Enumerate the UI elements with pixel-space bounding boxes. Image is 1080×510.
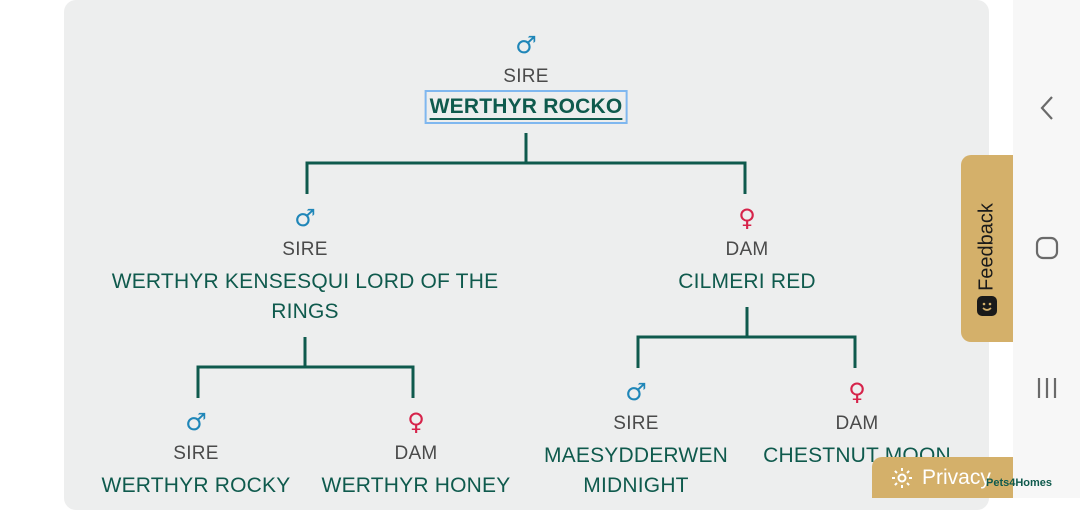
pedigree-sire-dam: ♀ DAM WERTHYR HONEY <box>322 409 511 501</box>
sire-dam-name-link[interactable]: WERTHYR HONEY <box>321 474 511 497</box>
back-icon[interactable] <box>1038 94 1056 127</box>
pedigree-sire: ♂ SIRE WERTHYR KENSESQUI LORD OF THE RIN… <box>105 205 505 327</box>
name-line-2: RINGS <box>271 300 339 323</box>
pedigree-root: ♂ SIRE WERTHYR ROCKO <box>424 31 628 124</box>
privacy-button[interactable]: Privacy <box>872 457 1013 498</box>
connector-dam <box>636 307 857 368</box>
pedigree-connectors <box>196 133 857 398</box>
connector-sire <box>196 337 415 398</box>
root-name-link[interactable]: WERTHYR ROCKO <box>424 90 628 124</box>
female-symbol-icon: ♀ <box>407 408 425 436</box>
male-symbol-icon: ♂ <box>515 31 537 59</box>
dam-name-link[interactable]: CILMERI RED <box>678 270 816 293</box>
role-label: DAM <box>835 413 879 434</box>
role-label: DAM <box>394 443 438 464</box>
home-icon[interactable] <box>1035 236 1059 265</box>
male-symbol-icon: ♂ <box>294 204 316 232</box>
system-navigation-bar <box>1013 0 1080 498</box>
female-symbol-icon: ♀ <box>848 378 866 406</box>
pedigree-sire-sire: ♂ SIRE WERTHYR ROCKY <box>102 409 291 501</box>
feedback-tab[interactable]: Feedback <box>961 155 1013 342</box>
role-label: DAM <box>725 239 769 260</box>
privacy-label: Privacy <box>922 465 991 489</box>
sire-name-link[interactable]: WERTHYR KENSESQUI LORD OF THE RINGS <box>112 267 499 327</box>
recents-icon[interactable] <box>1035 376 1059 405</box>
gear-icon <box>892 467 912 488</box>
connector-root <box>305 133 747 194</box>
female-symbol-icon: ♀ <box>738 204 756 232</box>
male-symbol-icon: ♂ <box>185 408 207 436</box>
male-symbol-icon: ♂ <box>625 378 647 406</box>
pedigree-dam-sire: ♂ SIRE MAESYDDERWEN MIDNIGHT <box>544 379 728 501</box>
role-label: SIRE <box>173 443 219 464</box>
name-line-2: MIDNIGHT <box>583 474 689 497</box>
pedigree-card <box>64 0 989 510</box>
role-label: SIRE <box>503 66 549 87</box>
role-label: SIRE <box>613 413 659 434</box>
name-line-1: MAESYDDERWEN <box>543 444 729 467</box>
dam-sire-name-link[interactable]: MAESYDDERWEN MIDNIGHT <box>544 441 728 501</box>
feedback-label: Feedback <box>975 203 998 291</box>
sire-sire-name-link[interactable]: WERTHYR ROCKY <box>101 474 291 497</box>
role-label: SIRE <box>282 239 328 260</box>
smiley-icon <box>977 296 997 316</box>
pedigree-dam: ♀ DAM CILMERI RED <box>678 205 816 297</box>
name-line-1: WERTHYR KENSESQUI LORD OF THE <box>111 270 499 293</box>
brand-logo: Pets4Homes <box>986 477 1053 489</box>
